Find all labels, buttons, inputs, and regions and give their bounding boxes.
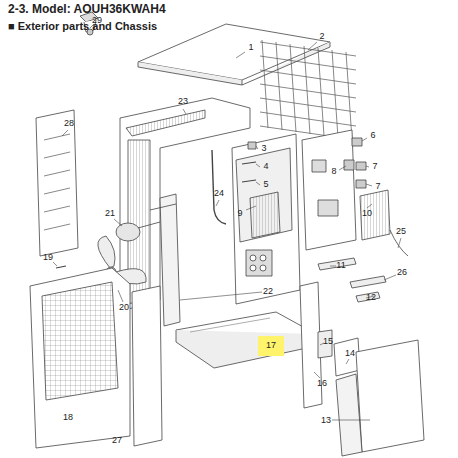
callout-number: 15	[322, 337, 334, 347]
callout-number: 25	[395, 227, 407, 237]
callout-number: 1	[247, 43, 254, 53]
callout-number: 19	[42, 253, 54, 263]
callout-number: 3	[260, 144, 267, 154]
callout-number: 21	[104, 209, 116, 219]
callout-number: 9	[236, 209, 243, 219]
callout-number: 12	[365, 293, 377, 303]
callout-number: 7	[374, 182, 381, 192]
callout-number: 27	[111, 436, 123, 446]
callout-number: 13	[320, 416, 332, 426]
highlight-box: 17	[258, 336, 284, 356]
callout-number: 17	[266, 341, 284, 351]
callout-number: 11	[335, 261, 346, 271]
callout-number: 8	[330, 167, 337, 177]
callout-number: 6	[369, 131, 376, 141]
callout-number: 7	[371, 162, 378, 172]
callout-number: 22	[262, 287, 274, 297]
section-heading: ■ Exterior parts and Chassis	[8, 20, 157, 32]
callout-number: 26	[396, 268, 408, 278]
callout-number: 18	[62, 413, 74, 423]
callout-number: 5	[262, 180, 269, 190]
callout-number: 10	[361, 209, 373, 219]
callout-number: 28	[63, 119, 75, 129]
callout-number: 23	[177, 97, 189, 107]
callout-number: 29	[91, 16, 103, 26]
callout-number: 16	[316, 379, 328, 389]
callout-number: 14	[344, 349, 356, 359]
callout-number: 4	[262, 162, 269, 172]
callout-number: 24	[213, 189, 225, 199]
callout-number: 20	[118, 303, 130, 313]
diagram-title: 2-3. Model: AOUH36KWAH4	[8, 3, 166, 16]
callout-number: 2	[318, 32, 325, 42]
